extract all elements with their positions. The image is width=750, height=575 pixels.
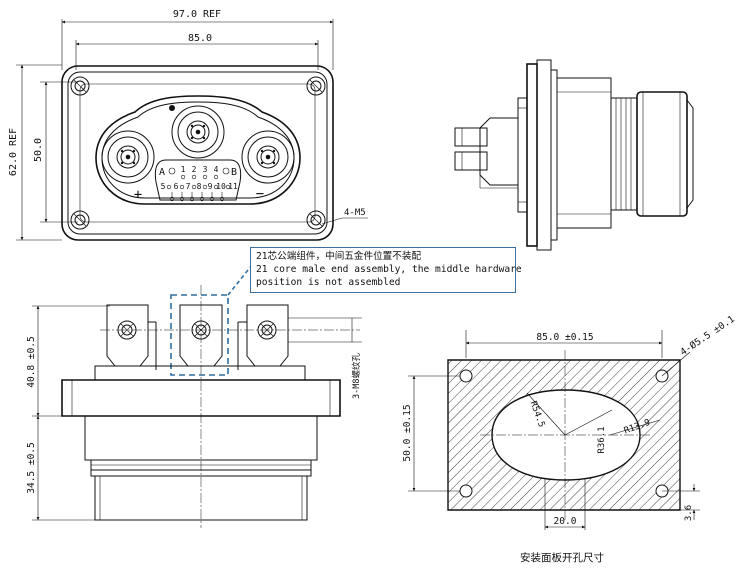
polarity-minus: − bbox=[256, 186, 264, 202]
pin-top-4: 4 bbox=[214, 165, 219, 174]
corner-hole bbox=[70, 210, 90, 230]
dim-height: 50.0 bbox=[33, 138, 44, 162]
pin-mid-8: 8 bbox=[197, 182, 202, 191]
callout-line-en-2: position is not assembled bbox=[256, 277, 401, 288]
callout-line-cn: 21芯公端组件，中间五金件位置不装配 bbox=[256, 251, 422, 262]
dim-width: 85.0 bbox=[188, 33, 212, 44]
callout-note: 21芯公端组件，中间五金件位置不装配 21 core male end asse… bbox=[250, 247, 522, 293]
power-contact-middle bbox=[171, 105, 225, 159]
polarity-plus: + bbox=[134, 187, 142, 203]
side-view bbox=[454, 59, 694, 251]
cutout-dim-height: 50.0 ±0.15 bbox=[402, 404, 413, 461]
dim-bottom-top: 40.8 ±0.5 bbox=[26, 336, 37, 387]
pin-mid-9: 9 bbox=[208, 182, 213, 191]
bottom-view: 40.8 ±0.5 34.5 ±0.5 3-M8螺纹孔 bbox=[26, 264, 362, 528]
pin-mid-6: 6 bbox=[174, 182, 179, 191]
panel-cutout: 85.0 ±0.15 50.0 ±0.15 4-Ø5.5 ±0.1 R54.5 … bbox=[402, 314, 737, 564]
label-b: B bbox=[231, 167, 237, 178]
pin-top-3: 3 bbox=[203, 165, 208, 174]
dim-height-ref: 62.0 REF bbox=[8, 128, 19, 176]
pin-top-2: 2 bbox=[192, 165, 197, 174]
pin-mid-5: 5 bbox=[161, 182, 166, 191]
cutout-caption: 安装面板开孔尺寸 bbox=[520, 551, 604, 564]
cutout-holes-label: 4-Ø5.5 ±0.1 bbox=[678, 314, 737, 358]
power-contact-left bbox=[101, 130, 155, 184]
corner-hole bbox=[70, 76, 90, 96]
thread-label: 3-M8螺纹孔 bbox=[351, 353, 362, 399]
cutout-r-large: R54.5 bbox=[528, 400, 547, 429]
corner-hole bbox=[306, 210, 326, 230]
front-view: 97.0 REF 85.0 62.0 REF 50.0 bbox=[8, 9, 368, 241]
cutout-dim-width: 85.0 ±0.15 bbox=[536, 332, 593, 343]
label-a: A bbox=[159, 167, 165, 178]
dim-bottom-bottom: 34.5 ±0.5 bbox=[26, 442, 37, 493]
pin-mid-11: 11 bbox=[228, 182, 238, 191]
power-contact-right bbox=[241, 130, 295, 184]
cutout-r-mid: R36.1 bbox=[597, 426, 607, 453]
pin-mid-10: 10 bbox=[216, 182, 226, 191]
polarity-dot bbox=[169, 105, 175, 111]
signal-insert bbox=[154, 159, 242, 201]
cutout-dim-offset: 3.6 bbox=[684, 505, 694, 521]
dim-width-ref: 97.0 REF bbox=[173, 9, 221, 20]
pin-mid-7: 7 bbox=[186, 182, 191, 191]
cutout-dim-center: 20.0 bbox=[554, 516, 577, 527]
pin-top-1: 1 bbox=[181, 165, 186, 174]
mount-holes-label: 4-M5 bbox=[344, 208, 366, 218]
callout-line-en-1: 21 core male end assembly, the middle ha… bbox=[256, 264, 522, 275]
pin-row-bottom bbox=[169, 192, 225, 202]
highlight-box bbox=[170, 294, 229, 376]
corner-hole bbox=[306, 76, 326, 96]
